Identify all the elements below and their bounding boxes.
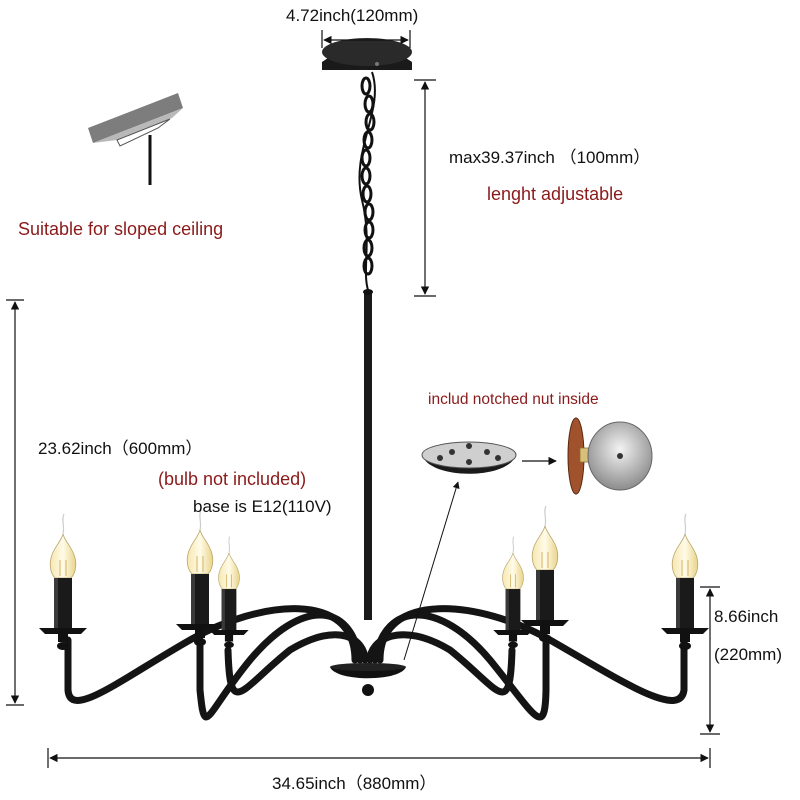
candle-right-outer [660,513,710,651]
total-width-label: 34.65inch（880mm） [272,774,437,793]
chain [358,71,376,291]
adjustable-note: lenght adjustable [487,184,624,204]
total-height-dimension [6,299,24,706]
sloped-ceiling-icon [88,93,183,185]
arm-height-mm-label: (220mm) [714,645,783,664]
base-label: base is E12(110V) [193,497,332,516]
chandelier-arms [64,605,688,721]
chain-length-label: max39.37inch （100mm） [449,148,651,167]
candle-left-inner [208,536,250,649]
arm-height-label: 8.66inch [714,607,779,626]
notched-nut-detail [403,417,653,661]
total-height-label: 23.62inch（600mm） [38,439,203,458]
bulb-note: (bulb not included) [158,469,307,489]
arm-height-dimension [700,586,720,735]
ceiling-canopy [322,38,412,70]
candle-right-inner [492,536,534,649]
total-width-dimension [47,748,711,768]
canopy-width-label: 4.72inch(120mm) [286,6,419,25]
candle-left-middle [175,509,225,647]
canopy-width-dimension [321,30,411,48]
candle-left-outer [38,513,88,651]
center-bowl [330,663,406,696]
notched-nut-note: includ notched nut inside [428,391,599,408]
candle-right-middle [520,505,570,643]
center-rod [364,290,372,620]
chain-length-dimension [414,79,436,297]
sloped-ceiling-note: Suitable for sloped ceiling [18,219,224,239]
